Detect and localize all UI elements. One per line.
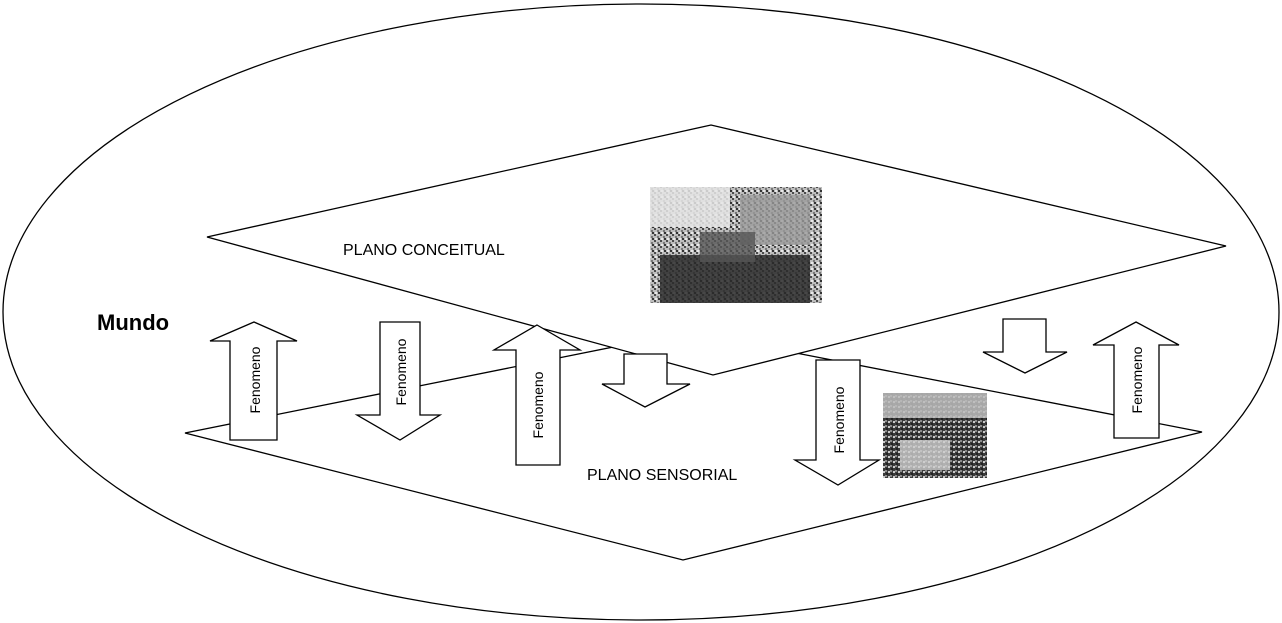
- phenomenon-label: Fenomeno: [247, 346, 263, 413]
- sensory-plane-label: PLANO SENSORIAL: [587, 467, 737, 484]
- world-label: Mundo: [97, 310, 169, 335]
- photo-thumbnail-sensory: [883, 393, 987, 478]
- arrow-down-right: [983, 319, 1067, 373]
- conceptual-plane-label: PLANO CONCEITUAL: [343, 242, 505, 259]
- phenomenon-arrow-down-1: Fenomeno: [357, 322, 440, 440]
- photo-thumbnail-conceptual: [650, 187, 822, 303]
- phenomenon-label: Fenomeno: [831, 386, 847, 453]
- phenomenon-label: Fenomeno: [1129, 346, 1145, 413]
- phenomenon-label: Fenomeno: [393, 338, 409, 405]
- phenomenon-label: Fenomeno: [530, 371, 546, 438]
